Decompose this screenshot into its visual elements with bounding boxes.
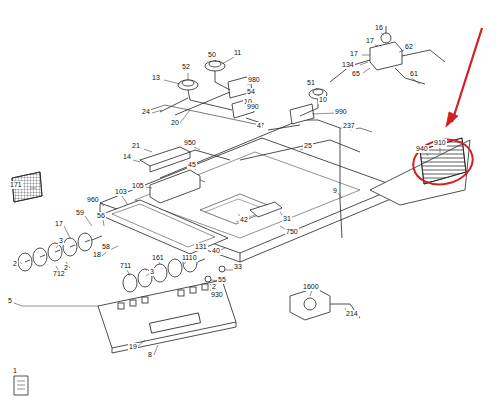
callout-number: 5 xyxy=(7,297,13,305)
callout-number: 14 xyxy=(122,153,132,161)
callout-number: 161 xyxy=(151,254,165,262)
callout-number: 10 xyxy=(318,96,328,104)
callout-number: 103 xyxy=(114,188,128,196)
callout-number: 61 xyxy=(409,70,419,78)
callout-number: 980 xyxy=(247,76,261,84)
callout-number: 59 xyxy=(75,209,85,217)
callout-number: 31 xyxy=(282,215,292,223)
callout-number: 51 xyxy=(306,79,316,87)
callout-number: 990 xyxy=(246,103,260,111)
callout-number: 42 xyxy=(239,216,249,224)
callout-number: 2 xyxy=(211,283,217,291)
callout-number: 21 xyxy=(131,142,141,150)
callout-number: 62 xyxy=(404,43,414,51)
callout-number: 40 xyxy=(211,247,221,255)
callout-number: 3 xyxy=(149,268,155,276)
callout-number: 24 xyxy=(141,108,151,116)
callout-number: 50 xyxy=(207,51,217,59)
callout-number: 105 xyxy=(131,182,145,190)
callout-number: 56 xyxy=(96,212,106,220)
callout-number: 4 xyxy=(256,122,262,130)
callout-number: 17 xyxy=(365,37,375,45)
callout-number: 960 xyxy=(86,196,100,204)
callout-number: 52 xyxy=(181,63,191,71)
callout-number: 65 xyxy=(351,70,361,78)
callout-number: 20 xyxy=(170,119,180,127)
callout-number: 2 xyxy=(12,260,18,268)
callout-number: 910 xyxy=(433,139,447,147)
callout-number: 16 xyxy=(374,24,384,32)
callout-number: 8 xyxy=(147,351,153,359)
callout-number: 1600 xyxy=(302,283,320,291)
callout-number: 13 xyxy=(151,74,161,82)
callout-number: 750 xyxy=(285,228,299,236)
callout-number: 55 xyxy=(217,276,227,284)
callout-number: 58 xyxy=(101,243,111,251)
callout-number: 171 xyxy=(9,181,23,189)
callout-number: 711 xyxy=(119,262,132,270)
callout-number: 25 xyxy=(303,142,313,150)
callout-number: 134 xyxy=(341,61,355,69)
callout-number: 131 xyxy=(194,243,208,251)
callout-number: 18 xyxy=(92,251,102,259)
callout-number: 940 xyxy=(415,145,429,153)
callout-number: 712 xyxy=(52,270,66,278)
callout-number: 1110 xyxy=(181,254,198,262)
callout-number: 11 xyxy=(233,49,242,57)
callout-number: 9 xyxy=(332,187,338,195)
callout-number: 237 xyxy=(342,122,356,130)
callout-number: 33 xyxy=(233,263,243,271)
callout-number: 17 xyxy=(54,220,64,228)
callout-number: 54 xyxy=(246,88,256,96)
callout-number: 45 xyxy=(187,161,197,169)
callout-number: 19 xyxy=(128,343,138,351)
callout-number: 3 xyxy=(58,237,64,245)
callout-number: 930 xyxy=(210,291,224,299)
callout-number: 1 xyxy=(12,367,18,375)
callout-number: 214 xyxy=(345,310,359,318)
callout-number: 950 xyxy=(183,139,197,147)
callout-number: 17 xyxy=(349,50,359,58)
callout-number: 990 xyxy=(334,108,348,116)
